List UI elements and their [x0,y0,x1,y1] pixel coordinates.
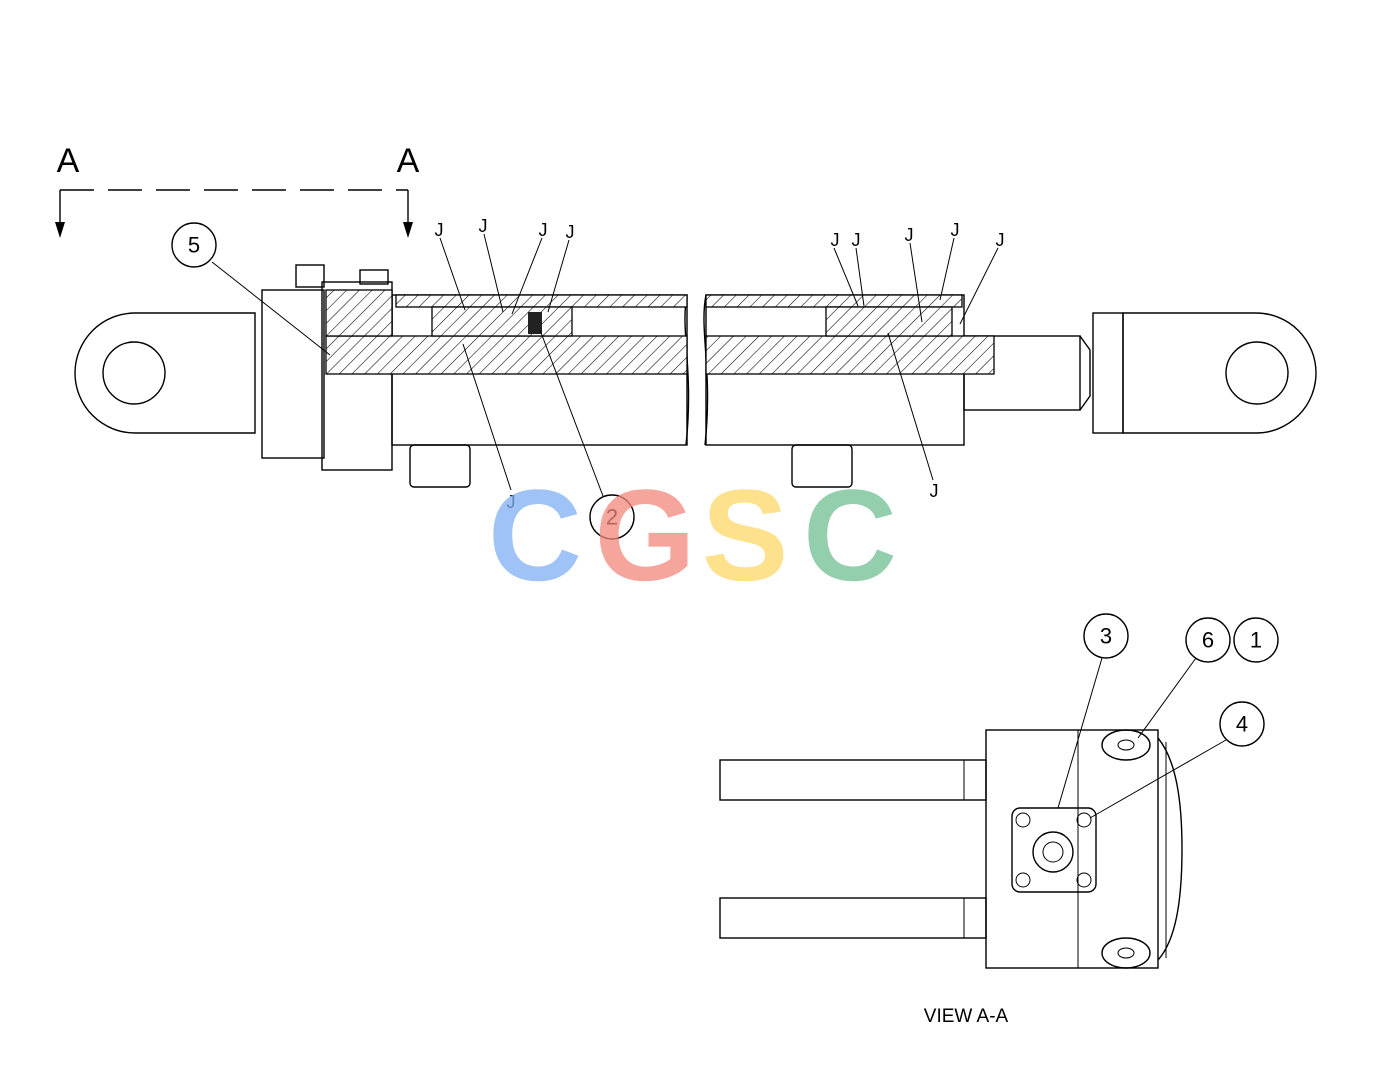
j-label: J [566,222,575,242]
view-a-a-drawing [719,729,1183,969]
svg-text:3: 3 [1100,624,1112,649]
j-label: J [507,492,516,512]
callout-4: 4 [1089,701,1265,819]
callout-6: 6 [1137,617,1231,739]
svg-text:1: 1 [1250,628,1262,653]
j-leaders [439,233,999,491]
j-label: J [930,481,939,501]
section-line-a-a: A A [55,142,420,238]
j-label: J [539,220,548,240]
j-label-group: J J J J J J J J J J J [435,216,1005,512]
cylinder-side-view [74,264,1317,488]
section-mark-left: A [57,142,80,180]
j-label: J [435,220,444,240]
watermark-letter: C [803,462,897,608]
callout-3: 3 [1057,613,1129,809]
section-mark-right: A [397,142,420,180]
j-label: J [479,216,488,236]
watermark-letter: C [488,462,582,608]
callout-5: 5 [171,222,331,356]
svg-text:2: 2 [606,505,618,530]
view-label: VIEW A-A [924,1006,1009,1027]
watermark-letter: S [702,462,789,608]
j-label: J [852,230,861,250]
j-label: J [951,220,960,240]
callout-2: 2 [539,329,635,540]
svg-text:4: 4 [1236,712,1248,737]
j-label: J [831,230,840,250]
j-label: J [996,230,1005,250]
watermark-letter: G [594,462,695,608]
svg-text:5: 5 [188,233,200,258]
svg-text:6: 6 [1202,628,1214,653]
j-label: J [905,225,914,245]
callout-1: 1 [1233,617,1279,663]
watermark-logo: C G S C [488,462,897,608]
